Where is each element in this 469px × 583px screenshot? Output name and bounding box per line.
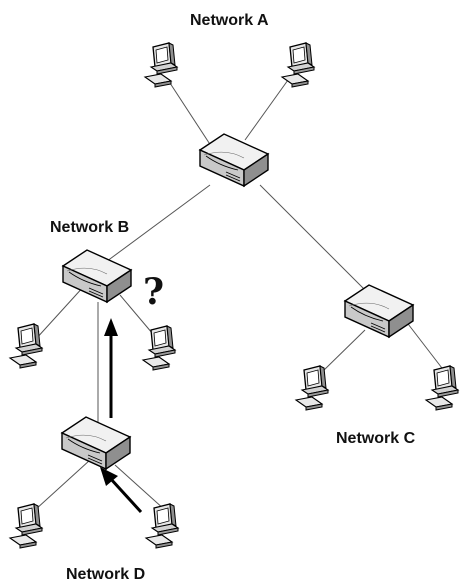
link-a-to-b (94, 184, 211, 271)
computer-icon (9, 323, 43, 369)
link-b-left-computer (34, 284, 86, 341)
computer-icon (142, 325, 176, 371)
network-c-label: Network C (336, 430, 416, 447)
computer-icon (9, 503, 43, 549)
network-a-label: Network A (190, 12, 269, 29)
computer-icon (144, 42, 178, 88)
link-a-to-c (259, 184, 376, 301)
router-icon (62, 249, 132, 303)
computer-icon (425, 365, 459, 411)
network-links (34, 79, 446, 511)
link-c-left-computer (321, 329, 366, 373)
computer-icon (281, 42, 315, 88)
network-d-label: Network D (66, 566, 145, 583)
arrow-icon (100, 467, 143, 514)
network-b-label: Network B (50, 219, 129, 236)
computer-icon (295, 365, 329, 411)
link-d-left-computer (34, 459, 91, 511)
router-icon (61, 416, 131, 470)
computer-icon (145, 503, 179, 549)
link-d-right-computer (114, 464, 166, 511)
question-mark: ? (143, 271, 164, 313)
router-icon (344, 284, 414, 338)
link-a-left-computer (167, 79, 216, 153)
router-icon (199, 133, 269, 187)
link-c-right-computer (404, 319, 446, 373)
arrow-icon (104, 318, 118, 418)
link-a-right-computer (244, 79, 289, 141)
